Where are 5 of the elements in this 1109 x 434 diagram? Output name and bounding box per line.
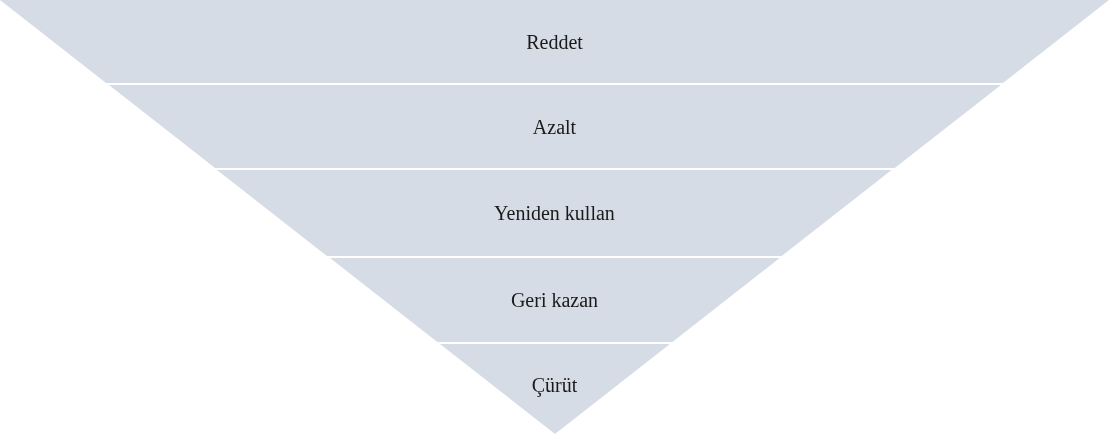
band-label: Çürüt: [531, 373, 578, 396]
band-label: Reddet: [526, 30, 583, 53]
band-label: Azalt: [532, 115, 577, 138]
band-label: Geri kazan: [510, 288, 599, 312]
band-label: Yeniden kullan: [494, 201, 615, 225]
